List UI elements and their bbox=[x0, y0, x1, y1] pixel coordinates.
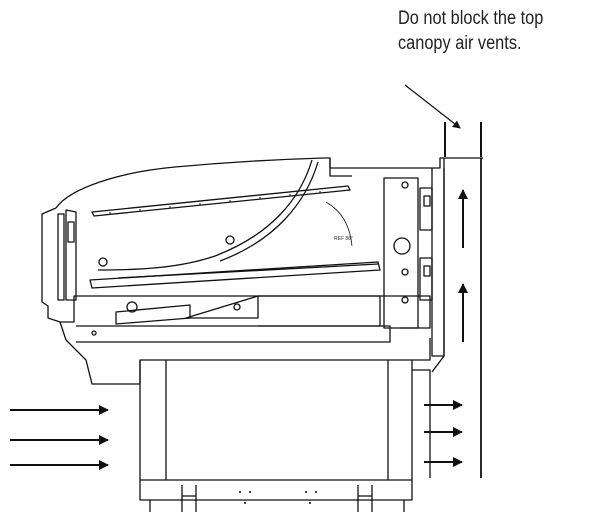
sloped-plate bbox=[185, 295, 259, 319]
lower-shelf-lip bbox=[117, 263, 379, 279]
hinge-upper bbox=[419, 187, 433, 231]
reference-angle-label: REF 86° bbox=[334, 236, 353, 242]
base-stand-inner bbox=[165, 360, 389, 481]
front-glass-frame bbox=[41, 207, 61, 323]
deck-front-skirt bbox=[76, 325, 391, 343]
knob-1 bbox=[98, 257, 108, 267]
canopy-outer-curve bbox=[55, 157, 325, 209]
foot-left bbox=[181, 485, 197, 512]
foot-right bbox=[357, 485, 373, 512]
front-glass-inner bbox=[57, 213, 65, 301]
knob-2 bbox=[225, 235, 235, 245]
rear-door-swing-arc-inner bbox=[219, 161, 319, 262]
rear-door-swing-arc bbox=[97, 159, 313, 271]
canopy-rear-edge bbox=[329, 158, 352, 177]
deck-outer bbox=[59, 321, 431, 385]
lower-shelf bbox=[89, 261, 381, 289]
rear-column-hole bbox=[393, 237, 411, 255]
base-dots bbox=[239, 491, 317, 504]
drain-fitting-knob bbox=[126, 301, 138, 313]
upper-shelf bbox=[91, 185, 351, 217]
side-panel bbox=[258, 295, 381, 327]
rear-back-panel bbox=[431, 158, 445, 373]
deck-screw bbox=[91, 330, 97, 336]
side-panel-hole bbox=[233, 303, 241, 311]
front-post-detail bbox=[67, 221, 75, 243]
base-rear-skirt bbox=[412, 369, 431, 478]
rear-wall bbox=[431, 168, 445, 357]
vent-pointer-arrow bbox=[404, 84, 461, 129]
canopy-top bbox=[324, 157, 483, 169]
rear-column bbox=[383, 177, 419, 329]
front-post bbox=[65, 209, 77, 301]
base-stand bbox=[139, 360, 413, 501]
warning-note-line-1: Do not block the top bbox=[398, 8, 544, 29]
deck-frame bbox=[60, 295, 431, 329]
hinge-lower bbox=[419, 257, 433, 301]
reference-angle-arc bbox=[325, 201, 353, 247]
air-vent-warning-note: Do not block the top canopy air vents. bbox=[398, 6, 567, 56]
warning-note-line-2: canopy air vents. bbox=[398, 33, 522, 54]
